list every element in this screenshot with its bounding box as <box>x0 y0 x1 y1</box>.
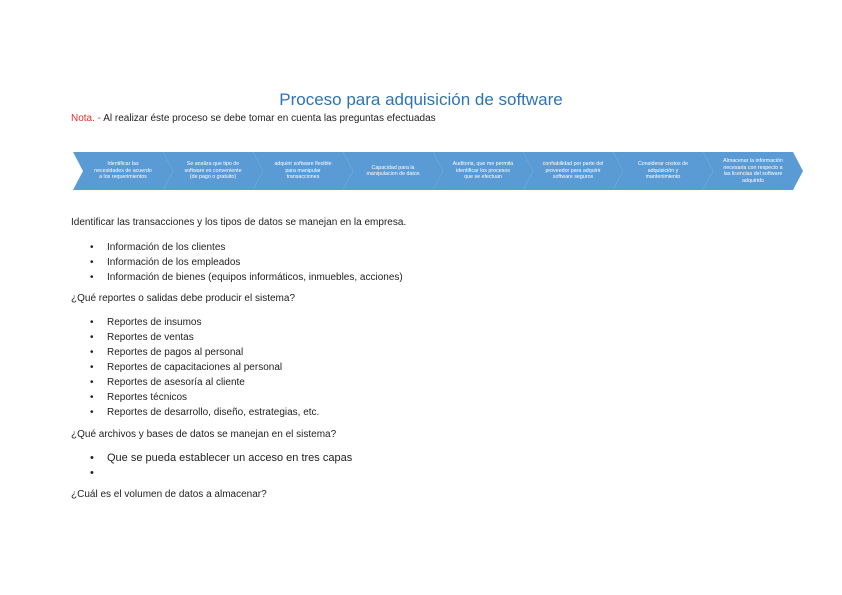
section-heading: Identificar las transacciones y los tipo… <box>71 217 407 228</box>
process-step: Capacidad para la manipulacion de datos <box>343 152 443 190</box>
section-heading: ¿Qué reportes o salidas debe producir el… <box>71 293 296 304</box>
process-step: Auditoria, que me permita identificar lo… <box>433 152 533 190</box>
list-item: Información de bienes (equipos informáti… <box>90 270 403 285</box>
step-label: Capacidad para la manipulacion de datos <box>366 164 420 178</box>
step-label: Se analiza que tipo de software es conve… <box>184 161 242 181</box>
step-label: Considerar costos de adquisición y mante… <box>637 161 689 181</box>
list-item: Reportes técnicos <box>90 390 319 405</box>
list-item <box>90 466 352 481</box>
page-title: Proceso para adquisición de software <box>279 90 563 109</box>
process-step: adquirir software flexible para manipula… <box>253 152 353 190</box>
list-item: Información de los empleados <box>90 255 403 270</box>
process-step: confiabilidad por parte del proveedor pa… <box>523 152 623 190</box>
list-item: Reportes de ventas <box>90 330 319 345</box>
section-heading: ¿Cuál es el volumen de datos a almacenar… <box>71 489 267 500</box>
step-label: Identificar las necesidades de acuerdo a… <box>94 161 152 181</box>
list-item: Información de los clientes <box>90 240 403 255</box>
process-step: Considerar costos de adquisición y mante… <box>613 152 713 190</box>
step-label: Almacenar la información necesaria con r… <box>723 158 783 184</box>
list-item: Reportes de desarrollo, diseño, estrateg… <box>90 405 319 420</box>
note-label: Nota. - <box>71 113 102 124</box>
bullet-list: Que se pueda establecer un acceso en tre… <box>90 451 352 481</box>
step-label: adquirir software flexible para manipula… <box>274 161 332 181</box>
process-step: Identificar las necesidades de acuerdo a… <box>73 152 173 190</box>
note: Nota. - Al realizar éste proceso se debe… <box>71 113 436 124</box>
list-item: Reportes de insumos <box>90 315 319 330</box>
list-item: Que se pueda establecer un acceso en tre… <box>90 451 352 466</box>
process-step: Almacenar la información necesaria con r… <box>703 152 803 190</box>
list-item: Reportes de pagos al personal <box>90 345 319 360</box>
section-heading: ¿Qué archivos y bases de datos se maneja… <box>71 429 337 440</box>
note-text: Al realizar éste proceso se debe tomar e… <box>101 113 436 124</box>
step-label: confiabilidad por parte del proveedor pa… <box>542 161 604 181</box>
bullet-list: Reportes de insumos Reportes de ventas R… <box>90 315 319 420</box>
list-item: Reportes de capacitaciones al personal <box>90 360 319 375</box>
step-label: Auditoria, que me permita identificar lo… <box>452 161 514 181</box>
process-step: Se analiza que tipo de software es conve… <box>163 152 263 190</box>
bullet-list: Información de los clientes Información … <box>90 240 403 285</box>
list-item: Reportes de asesoría al cliente <box>90 375 319 390</box>
